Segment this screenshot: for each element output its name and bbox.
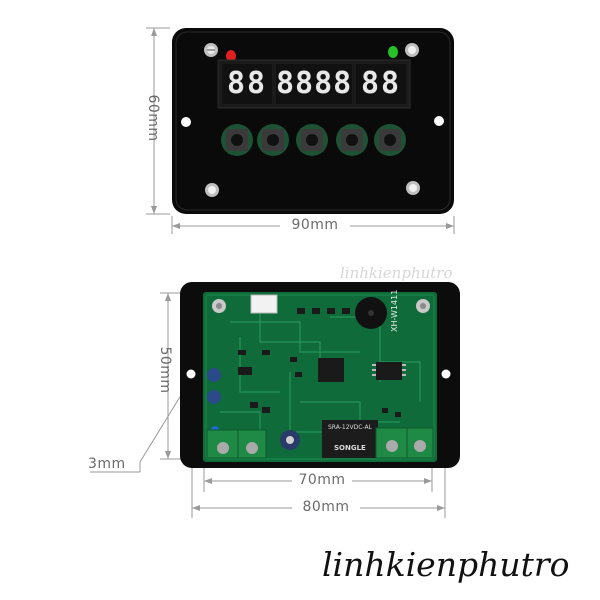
hole-size-label: 3mm <box>88 456 126 472</box>
screw-top-left <box>204 43 218 57</box>
ic-main <box>318 358 344 382</box>
relay-model-label: SRA-12VDC-AL <box>328 424 372 431</box>
back-hole-right <box>441 369 451 379</box>
watermark-text: linhkienphutro <box>322 545 570 584</box>
red-led <box>226 50 236 62</box>
inner-width-label: 70mm <box>298 472 346 488</box>
screw-bottom-right <box>406 181 420 195</box>
mount-hole-left <box>181 117 191 127</box>
capacitor-1 <box>207 368 221 382</box>
front-panel-drawing <box>146 27 455 234</box>
display-middle-digits: 8888 <box>276 66 353 101</box>
capacitor-2 <box>207 390 221 404</box>
front-height-label: 60mm <box>145 94 161 142</box>
screw-bottom-left <box>205 183 219 197</box>
green-led <box>388 46 398 58</box>
screw-top-right <box>405 43 419 57</box>
display-right-digits: 88 <box>360 66 402 101</box>
front-width-label: 90mm <box>291 217 339 233</box>
back-height-label: 50mm <box>157 346 173 394</box>
display-left-digits: 88 <box>226 66 268 101</box>
relay-brand-label: SONGLE <box>334 444 366 452</box>
back-panel-figure: XH-W1411 SRA-12VDC-AL SONGLE linhkienphu… <box>0 262 600 530</box>
pcb-model-label: XH-W1411 <box>390 289 399 332</box>
relay <box>322 420 378 458</box>
sensor-connector <box>250 294 278 314</box>
front-panel-figure: 88 8888 88 60mm 90mm <box>0 0 600 250</box>
back-hole-left <box>186 369 196 379</box>
back-panel-drawing <box>90 282 460 518</box>
overlay-watermark: linhkienphutro <box>340 264 453 282</box>
ic-secondary <box>376 362 402 380</box>
mount-hole-right <box>434 116 444 126</box>
outer-width-label: 80mm <box>302 499 350 515</box>
front-buttons <box>221 124 406 156</box>
